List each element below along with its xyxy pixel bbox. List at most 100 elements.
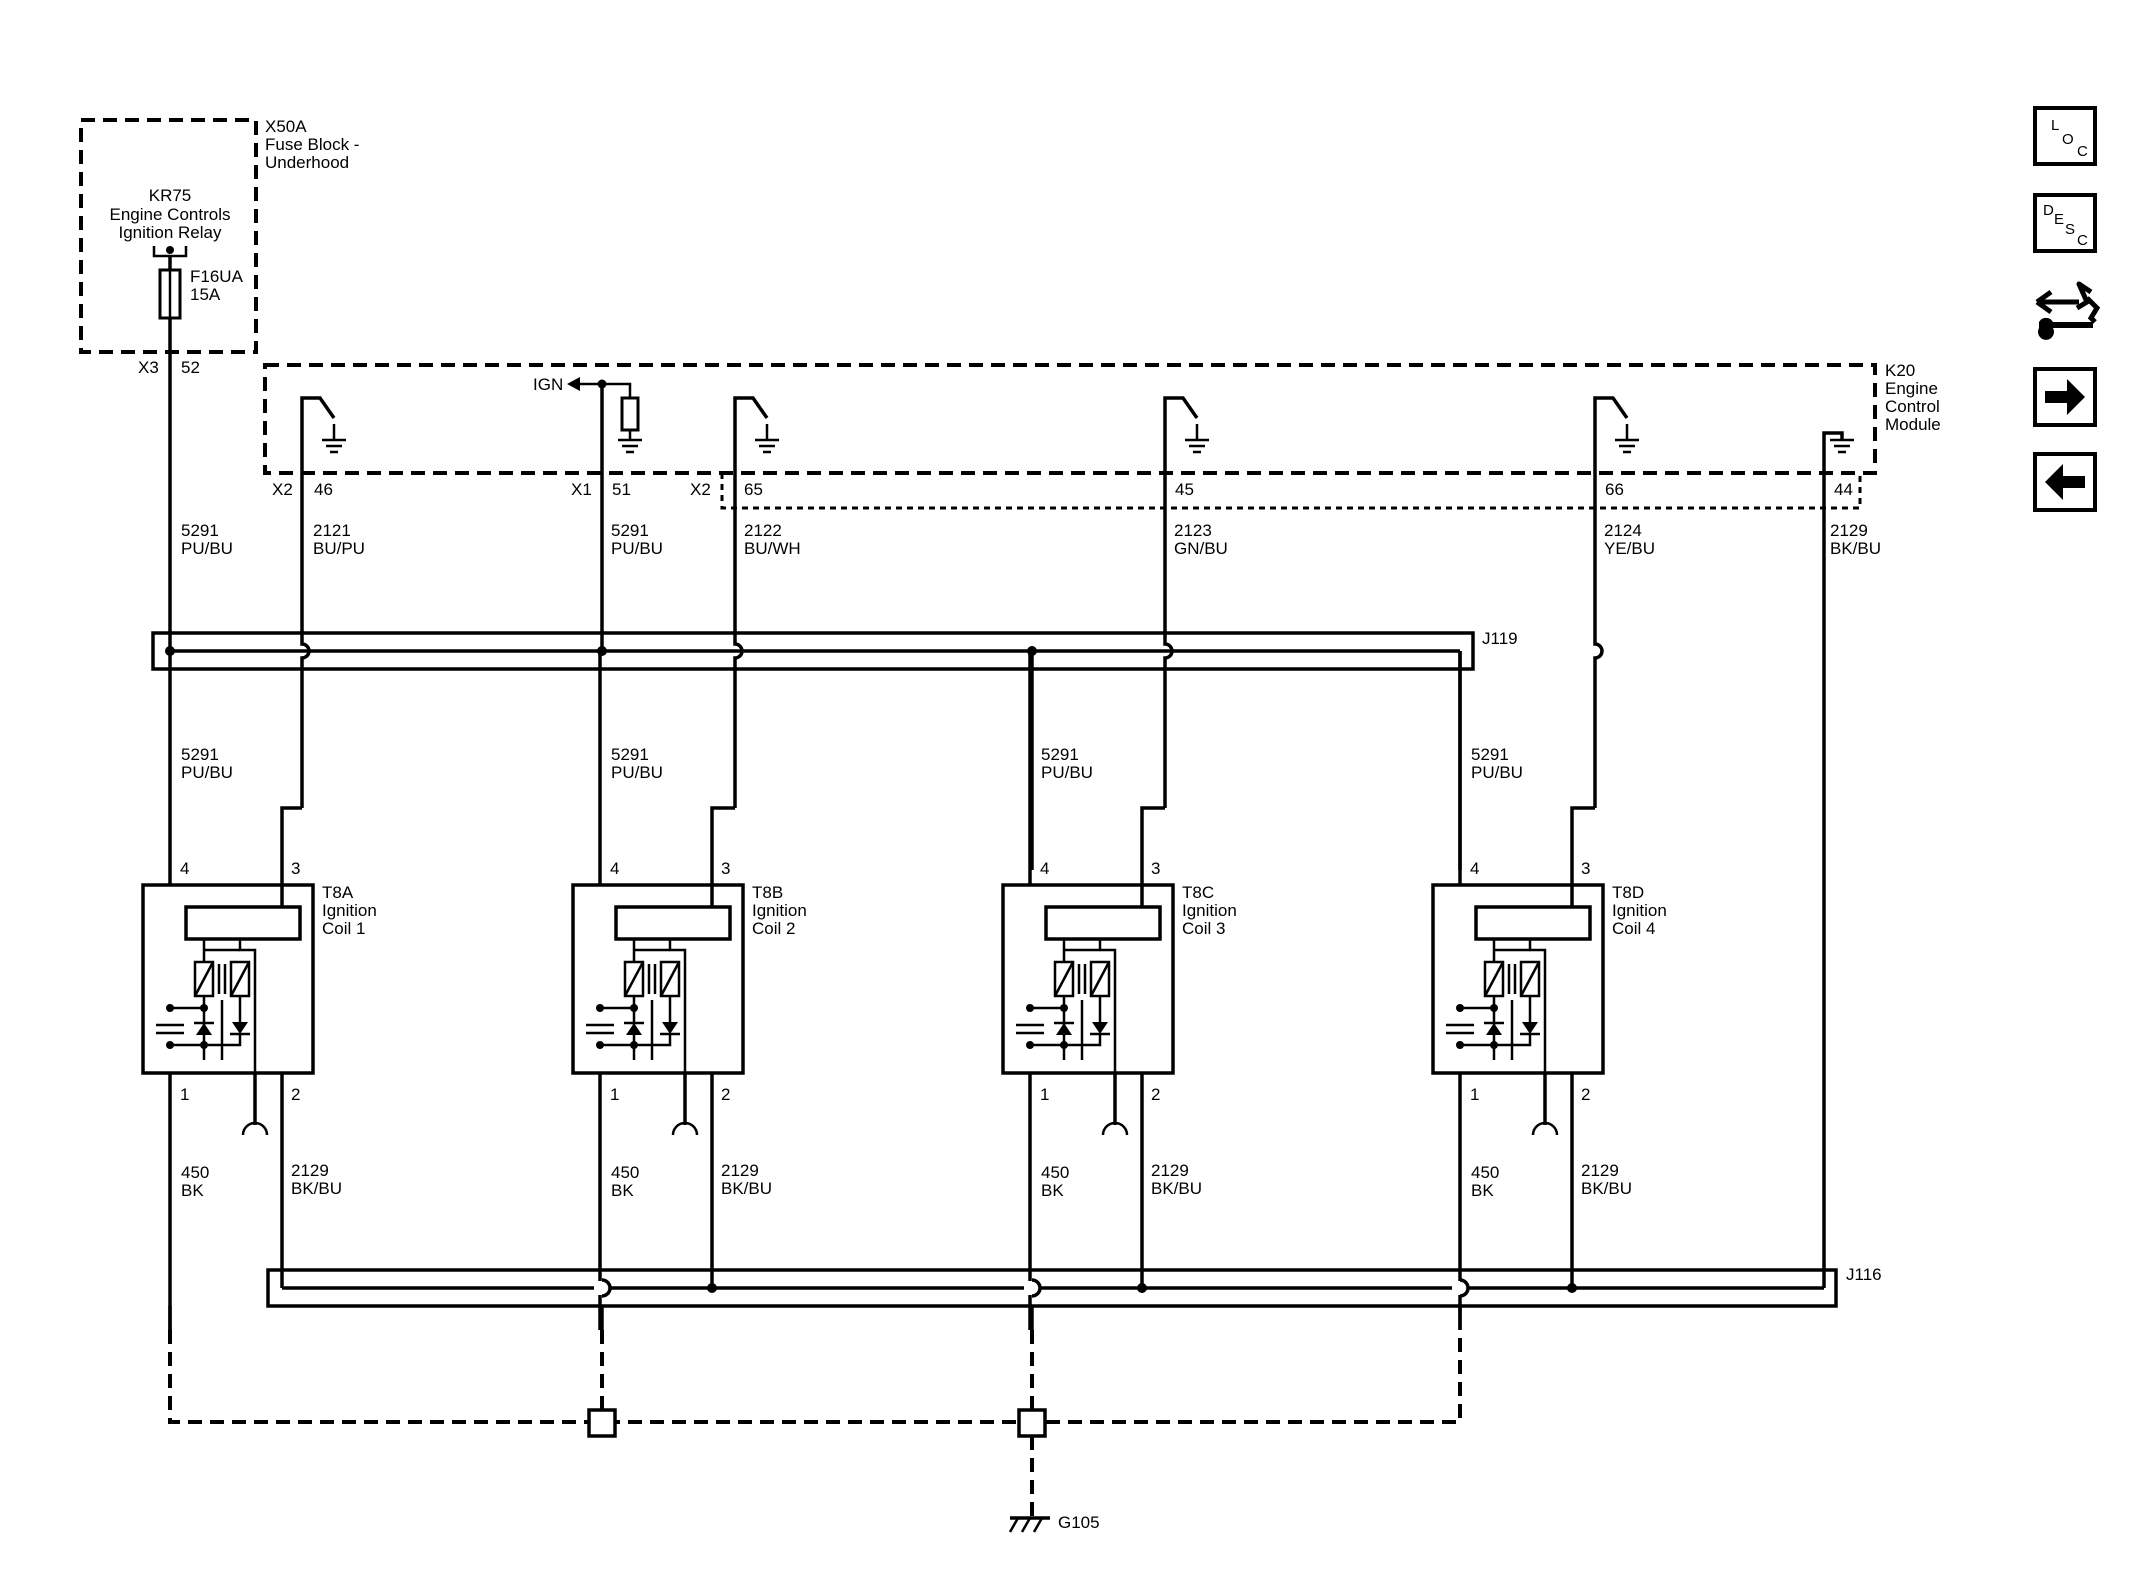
wire-label: BU/WH	[744, 539, 801, 558]
desc-letter: D	[2043, 202, 2054, 219]
coil-housing	[1001, 883, 1175, 1075]
ecm-ground-44	[1822, 431, 1854, 473]
wire-label: 2129	[1151, 1161, 1189, 1180]
previous-page-button[interactable]	[2033, 452, 2097, 512]
diode-icon	[662, 1022, 678, 1034]
ground-label: G105	[1058, 1513, 1100, 1532]
resistor-icon	[620, 396, 640, 432]
conn-x2-a: X2	[272, 480, 293, 499]
pin-2-label: 2	[1151, 1085, 1160, 1104]
ecm-driver-66	[1593, 396, 1639, 473]
desc-letter: E	[2054, 211, 2065, 228]
description-button[interactable]: D E S C	[2033, 193, 2097, 253]
arrow-left-icon	[2045, 464, 2085, 500]
wire-label: BK	[1041, 1181, 1064, 1200]
loc-letter: O	[2062, 131, 2074, 148]
diode-icon	[196, 1023, 212, 1035]
fuse-connector-label: X3	[138, 358, 159, 377]
ecm-k20: K20 Engine Control Module	[263, 361, 1941, 510]
pin-44: 44	[1834, 480, 1853, 499]
pin-2-label: 2	[1581, 1085, 1590, 1104]
location-button[interactable]: L O C	[2033, 106, 2097, 166]
wire-label: 5291	[1471, 745, 1509, 764]
pin-1-label: 1	[1040, 1085, 1049, 1104]
conn-x2-b: X2	[690, 480, 711, 499]
wire-label: 2129	[1581, 1161, 1619, 1180]
ecm-id: K20	[1885, 361, 1915, 380]
wire-label: 5291	[611, 521, 649, 540]
pin-46: 46	[314, 480, 333, 499]
ign-arrow-icon	[567, 377, 580, 391]
coil-name-1: Ignition	[1612, 901, 1667, 920]
wire-label: 2129	[291, 1161, 329, 1180]
ground-shield: G105	[168, 1330, 1462, 1533]
wire-label: 5291	[181, 521, 219, 540]
service-procedure-icon[interactable]	[2033, 278, 2103, 346]
ecm-x2-connector-outline	[720, 473, 1862, 510]
wire-labels-upper: 5291 PU/BU 2121 BU/PU 5291 PU/BU 2122 BU…	[181, 521, 1881, 558]
wire-label: 2123	[1174, 521, 1212, 540]
wire-crossing	[1024, 1278, 1042, 1298]
ecm-driver-65	[733, 396, 779, 473]
wire-label: PU/BU	[1471, 763, 1523, 782]
coil-driver-block	[1474, 905, 1592, 941]
pin-45: 45	[1175, 480, 1194, 499]
splice-j116-label: J116	[1846, 1265, 1882, 1284]
ecm-ign-input: IGN	[533, 375, 642, 473]
pin-65: 65	[744, 480, 763, 499]
fuse-block-name-2: Underhood	[265, 153, 349, 172]
arrow-right-icon	[2045, 379, 2085, 415]
coil-id: T8A	[322, 883, 354, 902]
pin-1-label: 1	[1470, 1085, 1479, 1104]
wire-label: GN/BU	[1174, 539, 1228, 558]
coil-id: T8B	[752, 883, 783, 902]
coil-name-1: Ignition	[1182, 901, 1237, 920]
wire-label: 5291	[611, 745, 649, 764]
coil-name-1: Ignition	[322, 901, 377, 920]
spark-plug-icon	[241, 1121, 269, 1136]
ecm-name-1: Engine	[1885, 379, 1938, 398]
coil-housing	[571, 883, 745, 1075]
splice-j116: J116	[266, 1265, 1882, 1308]
wire-label: BK/BU	[291, 1179, 342, 1198]
coil-name-2: Coil 2	[752, 919, 795, 938]
ecm-name-3: Module	[1885, 415, 1941, 434]
pin-51: 51	[612, 480, 631, 499]
wire-label: PU/BU	[181, 539, 233, 558]
wire-label: 450	[611, 1163, 639, 1182]
wire-label: BK	[1471, 1181, 1494, 1200]
splice-j119: J119	[151, 629, 1518, 671]
wire-label: 450	[181, 1163, 209, 1182]
spark-plug-icon	[1531, 1121, 1559, 1136]
loc-letter: C	[2077, 143, 2088, 160]
relay-name-1: Engine Controls	[110, 205, 231, 224]
diode-icon	[1056, 1023, 1072, 1035]
pin-3-label: 3	[1151, 859, 1160, 878]
fuse-block-id: X50A	[265, 117, 307, 136]
pin-4-label: 4	[1040, 859, 1049, 878]
pin-1-label: 1	[610, 1085, 619, 1104]
loc-letter: L	[2051, 117, 2060, 134]
fuse-block-name-1: Fuse Block -	[265, 135, 359, 154]
upper-wires	[168, 352, 1826, 1288]
pin-2-label: 2	[291, 1085, 300, 1104]
wire-label: BU/PU	[313, 539, 365, 558]
wire-label: BK	[611, 1181, 634, 1200]
coil-name-2: Coil 3	[1182, 919, 1225, 938]
ground-connector-box	[587, 1408, 617, 1438]
splice-j119-label: J119	[1482, 629, 1518, 648]
coil-name-2: Coil 4	[1612, 919, 1655, 938]
coil-driver-block	[1044, 905, 1162, 941]
diode-icon	[1092, 1022, 1108, 1034]
next-page-button[interactable]	[2033, 367, 2097, 427]
ign-label: IGN	[533, 375, 563, 394]
coil-housing	[1431, 883, 1605, 1075]
coil-id: T8C	[1182, 883, 1214, 902]
wire-label: 2122	[744, 521, 782, 540]
ecm-name-2: Control	[1885, 397, 1940, 416]
